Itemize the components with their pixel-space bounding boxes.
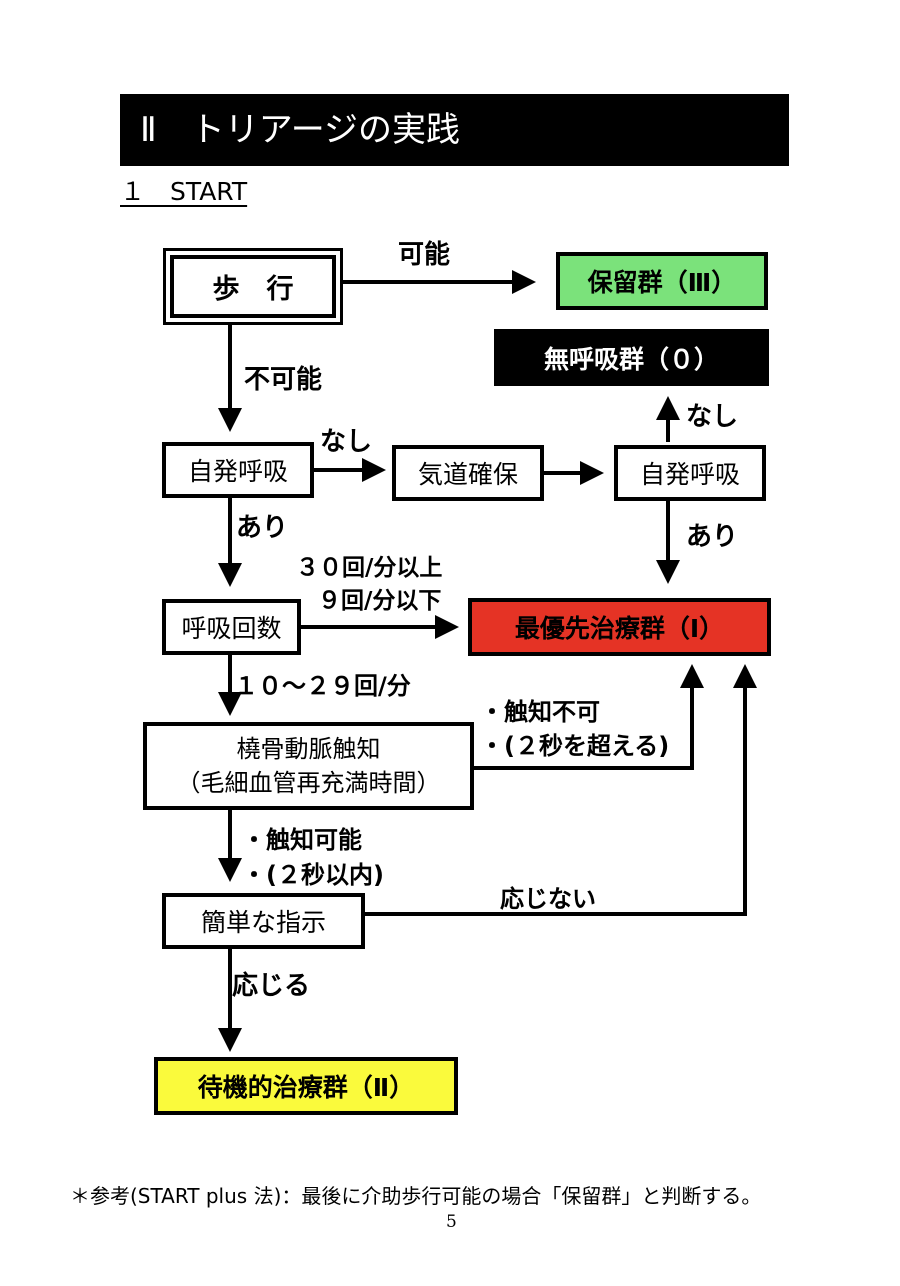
- label-yes-1: あり: [236, 513, 289, 543]
- label-rr-normal: １０～２９回/分: [234, 672, 411, 700]
- walk-label: 歩 行: [170, 255, 336, 318]
- walk-box: 歩 行: [163, 248, 343, 325]
- spontaneous-breathing-2-box: 自発呼吸: [614, 445, 766, 501]
- label-palpation-2: ・(２秒以内): [242, 861, 384, 889]
- delayed-group-box: 待機的治療群（Ⅱ）: [154, 1057, 458, 1115]
- spontaneous-breathing-box: 自発呼吸: [162, 442, 314, 498]
- respiratory-rate-box: 呼吸回数: [162, 599, 301, 655]
- radial-pulse-line1: 橈骨動脈触知: [236, 735, 381, 763]
- radial-pulse-line2: （毛細血管再充満時間）: [176, 769, 441, 797]
- label-none-1: なし: [320, 427, 373, 457]
- label-no-palpation-1: ・触知不可: [480, 698, 600, 726]
- simple-command-box: 簡単な指示: [162, 893, 365, 949]
- label-palpation-1: ・触知可能: [242, 826, 362, 854]
- no-breath-group-box: 無呼吸群（０）: [494, 329, 769, 386]
- priority-group-box: 最優先治療群（Ⅰ）: [468, 598, 771, 656]
- label-yes-2: あり: [686, 522, 739, 552]
- arrow-radial-to-priority: [474, 664, 704, 770]
- label-rr-low: ９回/分以下: [318, 588, 442, 614]
- airway-box: 気道確保: [392, 445, 544, 501]
- label-no-response: 応じない: [500, 885, 596, 913]
- label-no-palpation-2: ・(２秒を超える): [480, 732, 670, 760]
- label-impossible: 不可能: [244, 365, 323, 395]
- arrow-cmd-to-priority: [365, 664, 757, 916]
- label-possible: 可能: [398, 240, 451, 270]
- footnote: ＊参考(START plus 法)：最後に介助歩行可能の場合「保留群」と判断する…: [70, 1184, 762, 1208]
- label-none-2: なし: [686, 402, 739, 432]
- section-title: Ⅱ トリアージの実践: [120, 94, 789, 166]
- radial-pulse-box: 橈骨動脈触知 （毛細血管再充満時間）: [143, 722, 474, 810]
- label-rr-high: ３０回/分以上: [296, 555, 443, 581]
- label-response: 応じる: [232, 971, 311, 1001]
- hold-group-box: 保留群（Ⅲ）: [556, 252, 768, 310]
- section-subtitle: １ START: [120, 177, 248, 206]
- page-number: 5: [446, 1212, 457, 1232]
